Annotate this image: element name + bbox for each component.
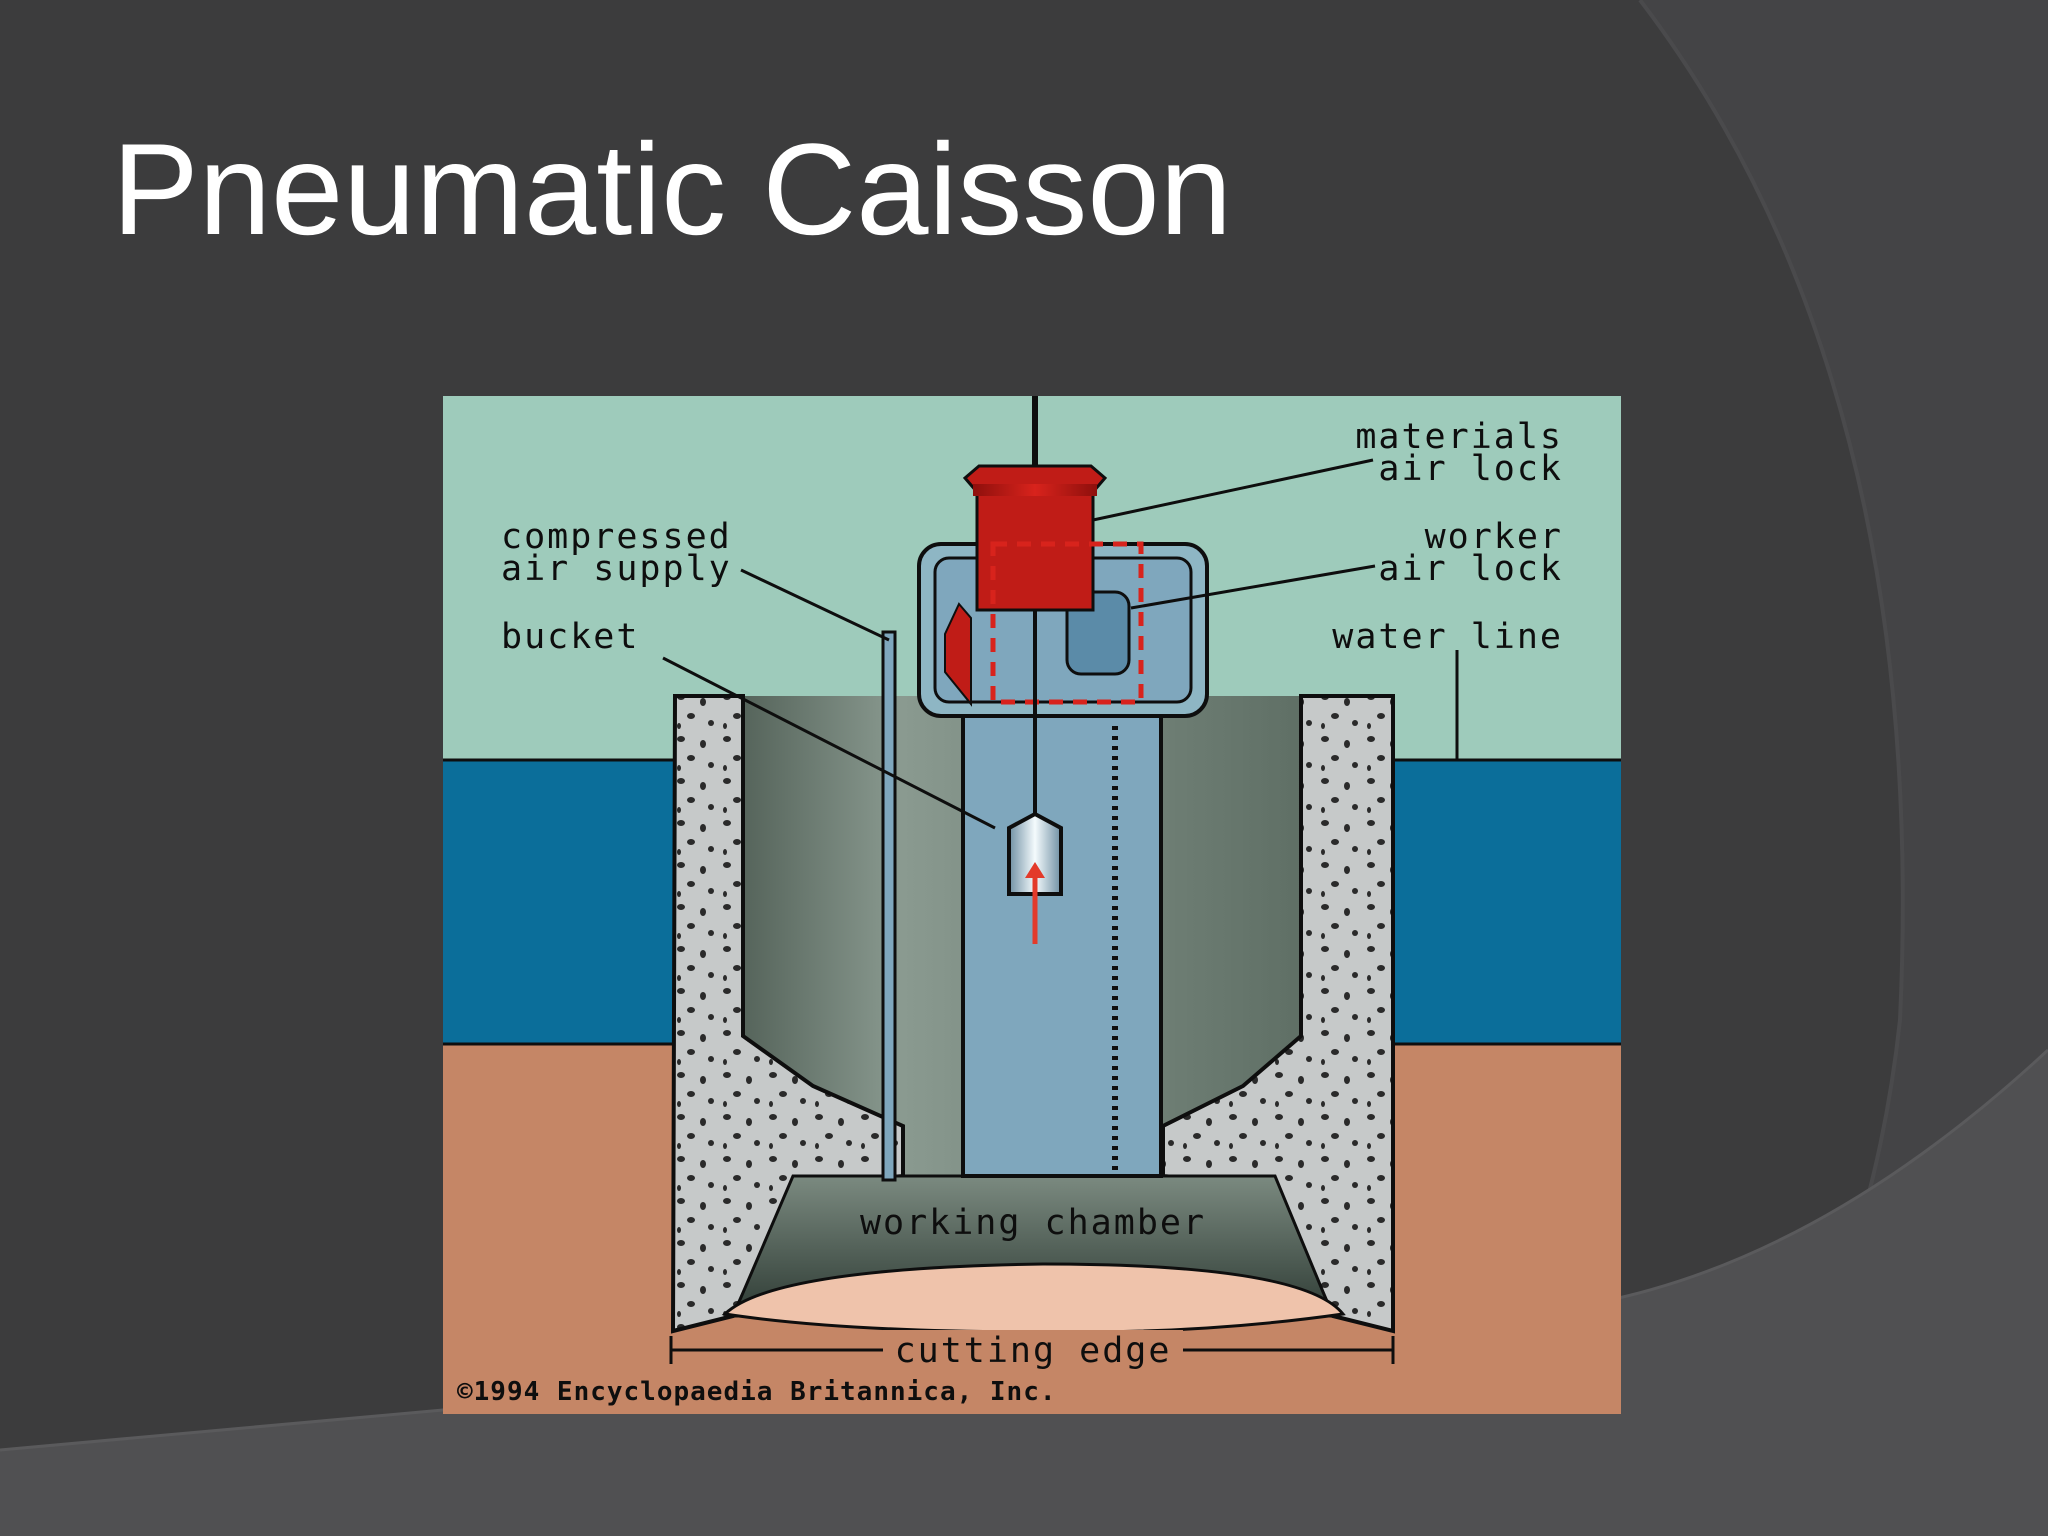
access-shaft: [961, 652, 1163, 1178]
label-cutting-edge: cutting edge: [895, 1331, 1172, 1371]
label-water-line: water line: [1332, 617, 1563, 657]
air-lock-door: [944, 602, 972, 707]
label-working-chamber: working chamber: [860, 1203, 1206, 1243]
caisson-diagram: materials air lock compressed air supply…: [443, 396, 1621, 1414]
label-worker-line1: worker: [1425, 517, 1563, 557]
label-compressed-line2: air supply: [501, 549, 732, 589]
worker-air-lock: [1065, 590, 1131, 676]
air-lock-dashed-outline: [990, 541, 1144, 705]
caisson-wall-left: [670, 694, 905, 1334]
slide-title: Pneumatic Caisson: [112, 116, 1232, 262]
bucket: [1007, 811, 1063, 896]
label-bucket: bucket: [501, 617, 639, 657]
air-supply-pipe: [881, 630, 897, 1182]
label-compressed-line1: compressed: [501, 517, 732, 557]
copyright-notice: ©1994 Encyclopaedia Britannica, Inc.: [457, 1377, 1057, 1407]
label-materials-line2: air lock: [1378, 449, 1563, 489]
up-arrow: [1025, 862, 1045, 878]
label-worker-line2: air lock: [1378, 549, 1563, 589]
label-materials-line1: materials: [1355, 417, 1563, 457]
